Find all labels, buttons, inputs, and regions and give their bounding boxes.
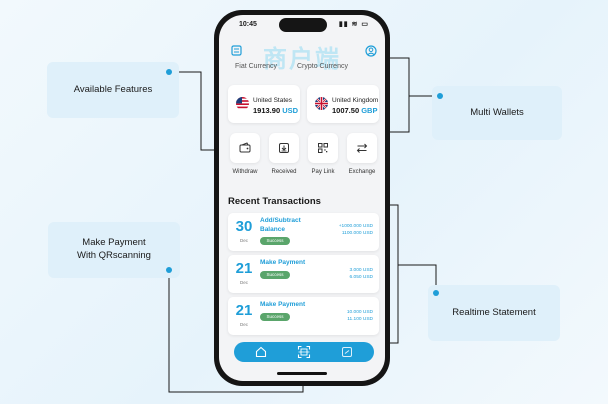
download-icon (269, 133, 299, 163)
phone-notch (279, 18, 327, 32)
wallet-card-gbp[interactable]: United Kingdom 1007.50 GBP (307, 85, 379, 123)
tx-month: Dec (239, 280, 248, 285)
withdraw-button[interactable]: Withdraw (227, 133, 263, 175)
status-icons: ▮▮ ≋ ▭ (338, 21, 369, 28)
tx-month: Dec (239, 322, 248, 327)
wallet-icon (230, 133, 260, 163)
wallet-currency: USD (282, 106, 299, 115)
tx-title: Add/Subtract Balance (260, 217, 301, 233)
app-title: 商户端 (263, 44, 341, 73)
tx-day: 21 (235, 302, 253, 319)
callout-realtime-statement-text: Realtime Statement (452, 306, 536, 318)
quick-actions: Withdraw Received Pay Link Exchange (219, 133, 385, 185)
tx-balance: 6.050 USD (349, 275, 373, 280)
callout-available-features-text: Available Features (73, 83, 153, 95)
tx-status-badge: Success (260, 237, 290, 245)
bracket-wallets (382, 57, 410, 133)
callout-dot (166, 69, 172, 75)
home-indicator (277, 372, 327, 375)
transaction-row[interactable]: 30 Dec Add/Subtract Balance Success +100… (228, 213, 379, 251)
home-icon[interactable] (254, 345, 268, 359)
phone-screen: 10:45 ▮▮ ≋ ▭ 商户端 Fiat Currency Crypto Cu… (219, 15, 385, 381)
uk-flag-icon (315, 97, 328, 110)
wallet-currency: GBP (361, 106, 378, 115)
callout-multi-wallets: Multi Wallets (432, 86, 562, 140)
pay-link-button[interactable]: Pay Link (305, 133, 341, 175)
qr-icon (308, 133, 338, 163)
transaction-row[interactable]: 21 Dec Make Payment Success 3.000 USD 6.… (228, 255, 379, 293)
connector-realtime-statement (398, 264, 437, 293)
bottom-nav (234, 342, 374, 362)
menu-icon[interactable] (231, 45, 243, 57)
tx-amount: 10.000 USD (346, 310, 373, 315)
callout-dot (166, 267, 172, 273)
tx-status-badge: Success (260, 313, 290, 321)
callout-dot (437, 93, 443, 99)
tx-day: 21 (235, 260, 253, 277)
tx-status-badge: Success (260, 271, 290, 279)
callout-make-payment-text: Make Payment With QRscanning (77, 237, 151, 261)
app-header: 商户端 (219, 35, 385, 75)
tab-fiat-currency[interactable]: Fiat Currency (235, 63, 278, 70)
callout-multi-wallets-text: Multi Wallets (470, 106, 524, 118)
transaction-row[interactable]: 21 Dec Make Payment Success 10.000 USD 1… (228, 297, 379, 335)
action-label: Pay Link (311, 169, 335, 175)
callout-make-payment: Make Payment With QRscanning (48, 222, 180, 278)
connector-available-features (169, 71, 224, 151)
received-button[interactable]: Received (266, 133, 302, 175)
tx-month: Dec (239, 238, 248, 243)
status-bar: 10:45 ▮▮ ≋ ▭ (219, 15, 385, 35)
wallet-country: United Kingdom (332, 97, 379, 104)
tx-balance: 1100.000 USD (341, 231, 373, 236)
wallet-country: United States (253, 97, 293, 104)
tx-title: Make Payment (260, 259, 306, 266)
action-label: Withdraw (232, 169, 258, 175)
profile-icon[interactable] (365, 45, 377, 57)
callout-dot (433, 290, 439, 296)
tx-title: Make Payment (260, 301, 306, 308)
status-time: 10:45 (239, 21, 257, 28)
exchange-button[interactable]: Exchange (344, 133, 380, 175)
tx-balance: 11.100 USD (347, 317, 373, 322)
us-flag-icon (236, 97, 249, 110)
callout-available-features: Available Features (47, 62, 179, 118)
tx-amount: +1000.000 USD (338, 224, 373, 229)
recent-transactions-title: Recent Transactions (228, 196, 321, 207)
tx-day: 30 (235, 218, 253, 235)
tx-amount: 3.000 USD (349, 268, 373, 273)
tab-crypto-currency[interactable]: Crypto Currency (297, 63, 348, 70)
wallet-balance: 1913.90 USD (253, 106, 298, 115)
action-label: Exchange (348, 169, 376, 175)
wallet-card-usd[interactable]: United States 1913.90 USD (228, 85, 300, 123)
statement-icon[interactable] (340, 345, 354, 359)
wallet-amount: 1007.50 (332, 106, 360, 115)
wallet-balance: 1007.50 GBP (332, 106, 377, 115)
action-label: Received (271, 169, 297, 175)
bracket-transactions (388, 204, 399, 344)
callout-realtime-statement: Realtime Statement (428, 285, 560, 341)
wallet-amount: 1913.90 (253, 106, 281, 115)
scan-icon[interactable] (297, 345, 311, 359)
exchange-icon (347, 133, 377, 163)
